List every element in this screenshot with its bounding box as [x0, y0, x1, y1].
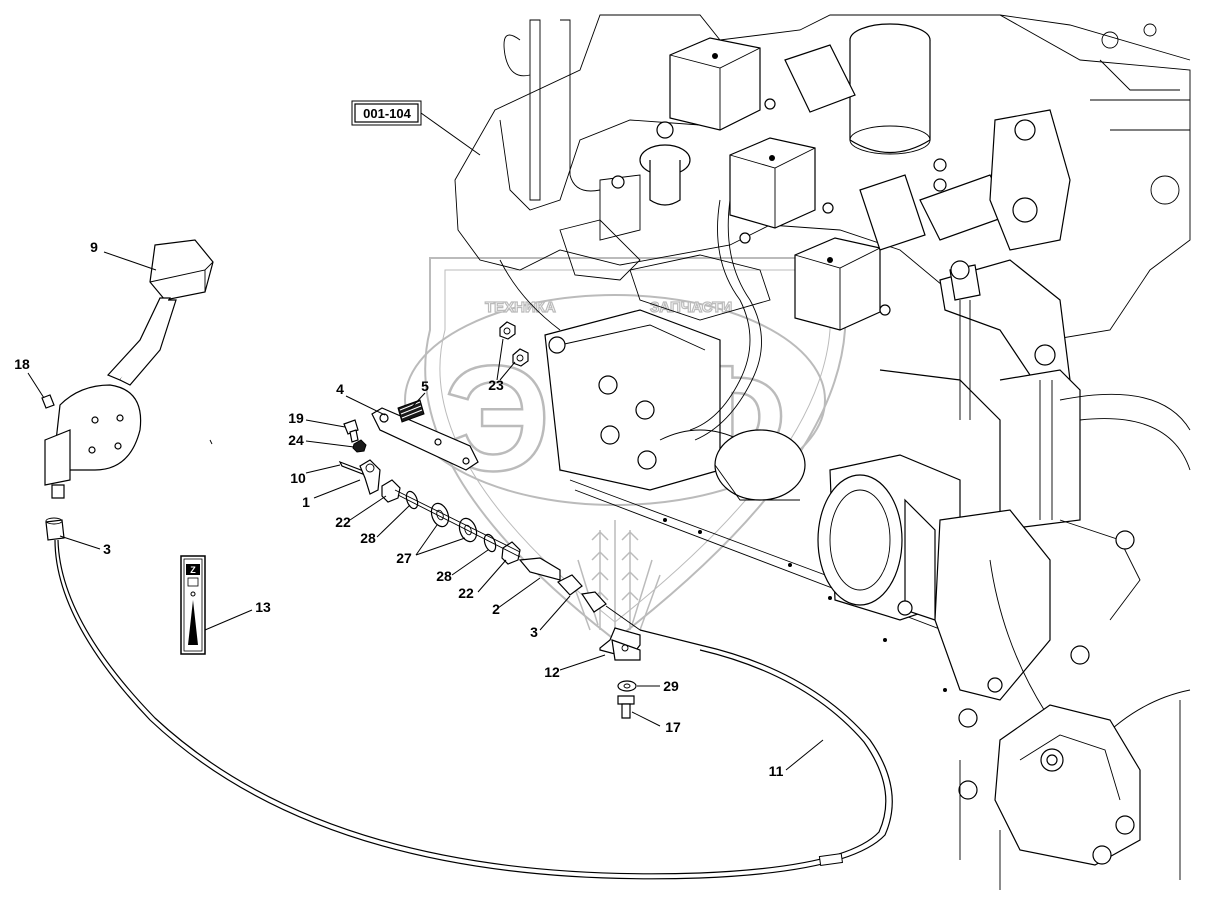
- linkage-parts: [338, 321, 641, 719]
- callout-12[interactable]: 12: [544, 664, 560, 680]
- callout-28b[interactable]: 28: [436, 568, 452, 584]
- callout-24[interactable]: 24: [288, 432, 304, 448]
- callout-17[interactable]: 17: [665, 719, 681, 735]
- engine-mount: [959, 700, 1181, 890]
- throttle-decal: Z: [180, 555, 206, 655]
- watermark-text-left: ТЕХНИКА: [485, 299, 556, 316]
- wheat-icon: [569, 520, 661, 635]
- engine-assembly: [454, 14, 1191, 890]
- accelerator-pedal: [41, 239, 214, 541]
- starter-motor: [714, 429, 1051, 701]
- reference-box[interactable]: 001-104: [351, 100, 481, 156]
- svg-text:Z: Z: [190, 565, 196, 575]
- callout-2[interactable]: 2: [492, 601, 500, 617]
- solenoid-3: [794, 237, 881, 331]
- callout-22b[interactable]: 22: [458, 585, 474, 601]
- callout-19[interactable]: 19: [288, 410, 304, 426]
- callout-18[interactable]: 18: [14, 356, 30, 372]
- reference-box-label: 001-104: [363, 106, 411, 121]
- leader-lines: [27, 251, 824, 771]
- callout-23[interactable]: 23: [488, 377, 504, 393]
- callout-labels: 9 18 3 13 4 5 23 19 24 10 1 22 28 27 28 …: [14, 239, 783, 779]
- callout-4[interactable]: 4: [336, 381, 344, 397]
- callout-27[interactable]: 27: [396, 550, 412, 566]
- throttle-cable: [54, 539, 893, 880]
- callout-1[interactable]: 1: [302, 494, 310, 510]
- callout-10[interactable]: 10: [290, 470, 306, 486]
- callout-13[interactable]: 13: [255, 599, 271, 615]
- callout-9[interactable]: 9: [90, 239, 98, 255]
- callout-3b[interactable]: 3: [530, 624, 538, 640]
- callout-22a[interactable]: 22: [335, 514, 351, 530]
- solenoid-1: [669, 37, 761, 131]
- callout-3[interactable]: 3: [103, 541, 111, 557]
- callout-11[interactable]: 11: [769, 763, 784, 779]
- solenoid-2: [729, 137, 816, 229]
- callout-28a[interactable]: 28: [360, 530, 376, 546]
- watermark-text-right: ЗАПЧАСТИ: [650, 299, 732, 316]
- callout-29[interactable]: 29: [663, 678, 679, 694]
- callout-5[interactable]: 5: [421, 378, 429, 394]
